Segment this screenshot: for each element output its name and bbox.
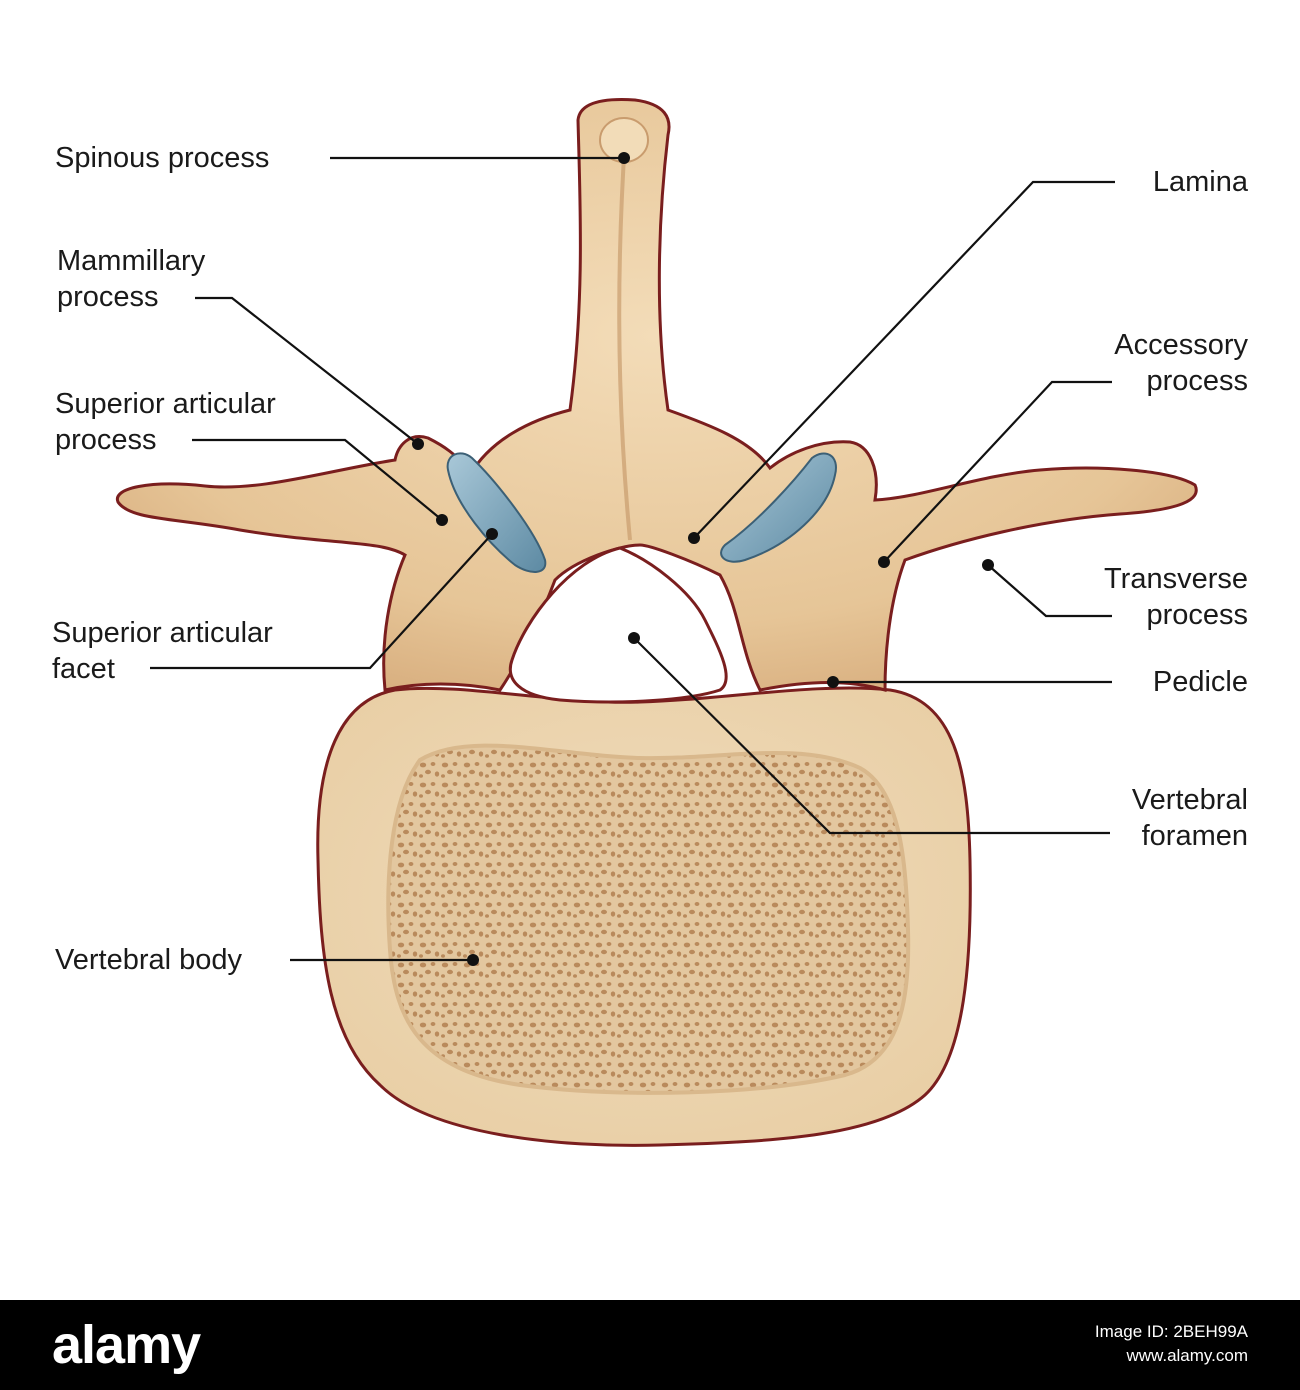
vertebral-foramen-shape xyxy=(508,546,728,704)
label-accessory-process: Accessory process xyxy=(1114,329,1248,397)
alamy-logo: alamy xyxy=(52,1315,201,1375)
right-superior-articular-facet xyxy=(720,452,837,563)
vertebra-diagram xyxy=(115,98,1198,1147)
leader-superior-process xyxy=(192,438,443,521)
leader-lines xyxy=(150,156,1115,962)
label-lamina: Lamina xyxy=(1152,166,1248,198)
label-spinous-process: Spinous process xyxy=(55,142,270,174)
label-pedicle: Pedicle xyxy=(1152,666,1248,698)
label-transverse-process: Transverse process xyxy=(1104,563,1248,631)
label-superior-articular-facet: Superior articular facet xyxy=(52,617,273,685)
site-url: www.alamy.com xyxy=(1126,1346,1248,1365)
leader-superior-facet xyxy=(150,533,493,670)
label-superior-articular-process: Superior articular process xyxy=(55,388,276,456)
leader-transverse xyxy=(987,564,1112,618)
leader-accessory xyxy=(883,380,1112,563)
leader-foramen xyxy=(633,637,1110,835)
label-vertebral-body: Vertebral body xyxy=(55,944,243,976)
cancellous-bone-region xyxy=(386,743,911,1095)
label-vertebral-foramen: Vertebral foramen xyxy=(1131,784,1248,852)
neural-arch-shape xyxy=(115,98,1198,692)
image-id: Image ID: 2BEH99A xyxy=(1094,1322,1248,1341)
label-mammillary-process: Mammillary process xyxy=(57,245,206,313)
spinous-ridge xyxy=(617,139,632,541)
image-meta: Image ID: 2BEH99A www.alamy.com xyxy=(1095,1320,1248,1368)
left-superior-articular-facet xyxy=(446,452,547,573)
leader-mammillary xyxy=(195,296,419,445)
leader-lamina xyxy=(693,180,1115,539)
stock-footer-bar: alamy Image ID: 2BEH99A www.alamy.com xyxy=(0,1300,1300,1390)
leader-dots xyxy=(412,152,994,966)
